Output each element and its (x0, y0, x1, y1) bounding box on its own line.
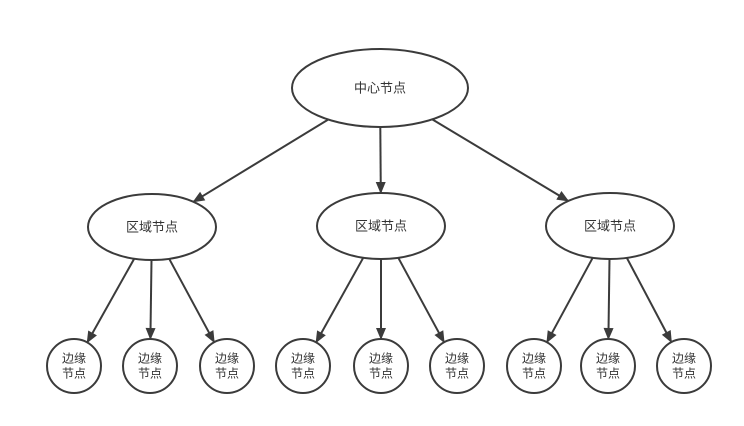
edge-7-label: 边缘节点 (522, 352, 546, 381)
edge-1-node: 边缘节点 (46, 338, 102, 394)
center-shape (291, 48, 469, 128)
connector-region-3-to-edge-8 (603, 258, 614, 340)
edge-9-node: 边缘节点 (656, 338, 712, 394)
edge-2-shape (122, 338, 178, 394)
edge-6-node: 边缘节点 (429, 338, 485, 394)
edge-3-shape (199, 338, 255, 394)
edge-1-label: 边缘节点 (62, 352, 86, 381)
connector-region-1-to-edge-2 (145, 259, 156, 340)
region-3-label: 区域节点 (584, 219, 636, 234)
edge-8-node: 边缘节点 (580, 338, 636, 394)
edge-6-shape (429, 338, 485, 394)
edge-4-node: 边缘节点 (275, 338, 331, 394)
region-1-label: 区域节点 (126, 220, 178, 235)
edge-4-shape (275, 338, 331, 394)
edge-2-label: 边缘节点 (138, 352, 162, 381)
edge-7-shape (506, 338, 562, 394)
center-node: 中心节点 (291, 48, 469, 128)
connector-center-to-region-3 (431, 118, 570, 202)
connector-region-1-to-edge-3 (168, 258, 216, 344)
edge-6-label: 边缘节点 (445, 352, 469, 381)
region-2-shape (316, 192, 446, 260)
edge-5-shape (353, 338, 409, 394)
region-3-shape (545, 192, 675, 260)
edge-8-label: 边缘节点 (596, 352, 620, 381)
edge-4-label: 边缘节点 (291, 352, 315, 381)
edge-8-shape (580, 338, 636, 394)
region-1-shape (87, 193, 217, 261)
edge-2-node: 边缘节点 (122, 338, 178, 394)
edge-9-shape (656, 338, 712, 394)
connector-region-3-to-edge-9 (625, 257, 673, 343)
edge-5-label: 边缘节点 (369, 352, 393, 381)
edge-7-node: 边缘节点 (506, 338, 562, 394)
region-1-node: 区域节点 (87, 193, 217, 261)
connector-region-2-to-edge-4 (315, 257, 365, 344)
connector-center-to-region-1 (192, 118, 329, 203)
region-2-label: 区域节点 (355, 219, 407, 234)
edge-5-node: 边缘节点 (353, 338, 409, 394)
connector-region-1-to-edge-1 (86, 258, 136, 344)
center-label: 中心节点 (354, 81, 406, 96)
region-3-node: 区域节点 (545, 192, 675, 260)
connector-region-3-to-edge-7 (546, 257, 594, 344)
region-2-node: 区域节点 (316, 192, 446, 260)
connector-region-2-to-edge-6 (397, 257, 445, 344)
connector-center-to-region-2 (375, 126, 386, 194)
edge-9-label: 边缘节点 (672, 352, 696, 381)
edge-1-shape (46, 338, 102, 394)
edge-3-label: 边缘节点 (215, 352, 239, 381)
edge-3-node: 边缘节点 (199, 338, 255, 394)
